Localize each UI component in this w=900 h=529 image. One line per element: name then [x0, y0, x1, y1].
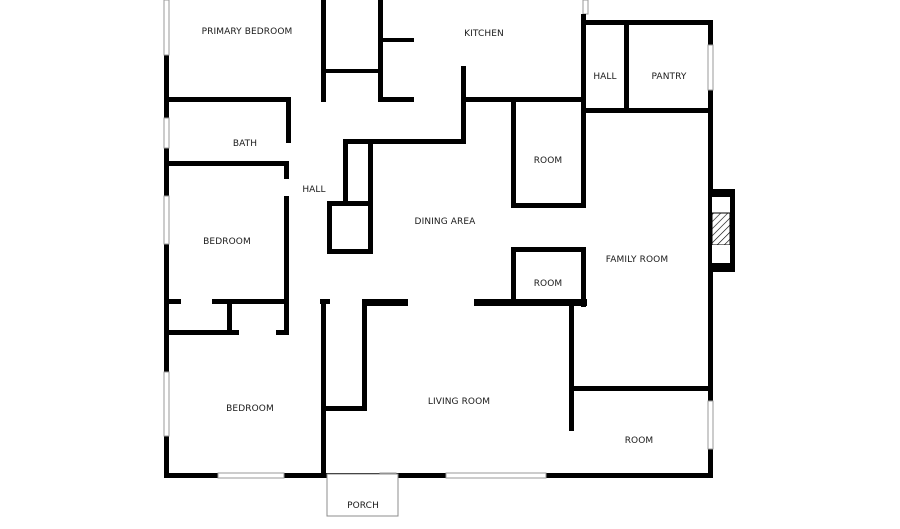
fireplace	[708, 189, 735, 272]
room-labels: PRIMARY BEDROOM KITCHEN HALL PANTRY BATH…	[202, 27, 687, 511]
room-label-hall-upper: HALL	[593, 72, 616, 82]
porch	[326, 473, 399, 517]
room-label-pantry: PANTRY	[651, 72, 686, 82]
room-label-kitchen: KITCHEN	[464, 29, 504, 39]
room-label-room-lower: ROOM	[625, 436, 654, 446]
room-label-room-middle: ROOM	[534, 279, 563, 289]
room-label-bedroom-middle: BEDROOM	[203, 237, 251, 247]
interior-walls	[164, 0, 713, 478]
room-label-porch: PORCH	[347, 501, 379, 511]
room-label-hall-center: HALL	[302, 185, 325, 195]
room-label-primary-bedroom: PRIMARY BEDROOM	[202, 27, 293, 37]
room-label-room-upper: ROOM	[534, 156, 563, 166]
room-label-dining-area: DINING AREA	[415, 217, 477, 227]
room-label-bath: BATH	[233, 139, 257, 149]
room-label-family-room: FAMILY ROOM	[606, 255, 668, 265]
room-label-living-room: LIVING ROOM	[428, 397, 490, 407]
room-label-bedroom-lower: BEDROOM	[226, 404, 274, 414]
windows	[163, 0, 714, 479]
